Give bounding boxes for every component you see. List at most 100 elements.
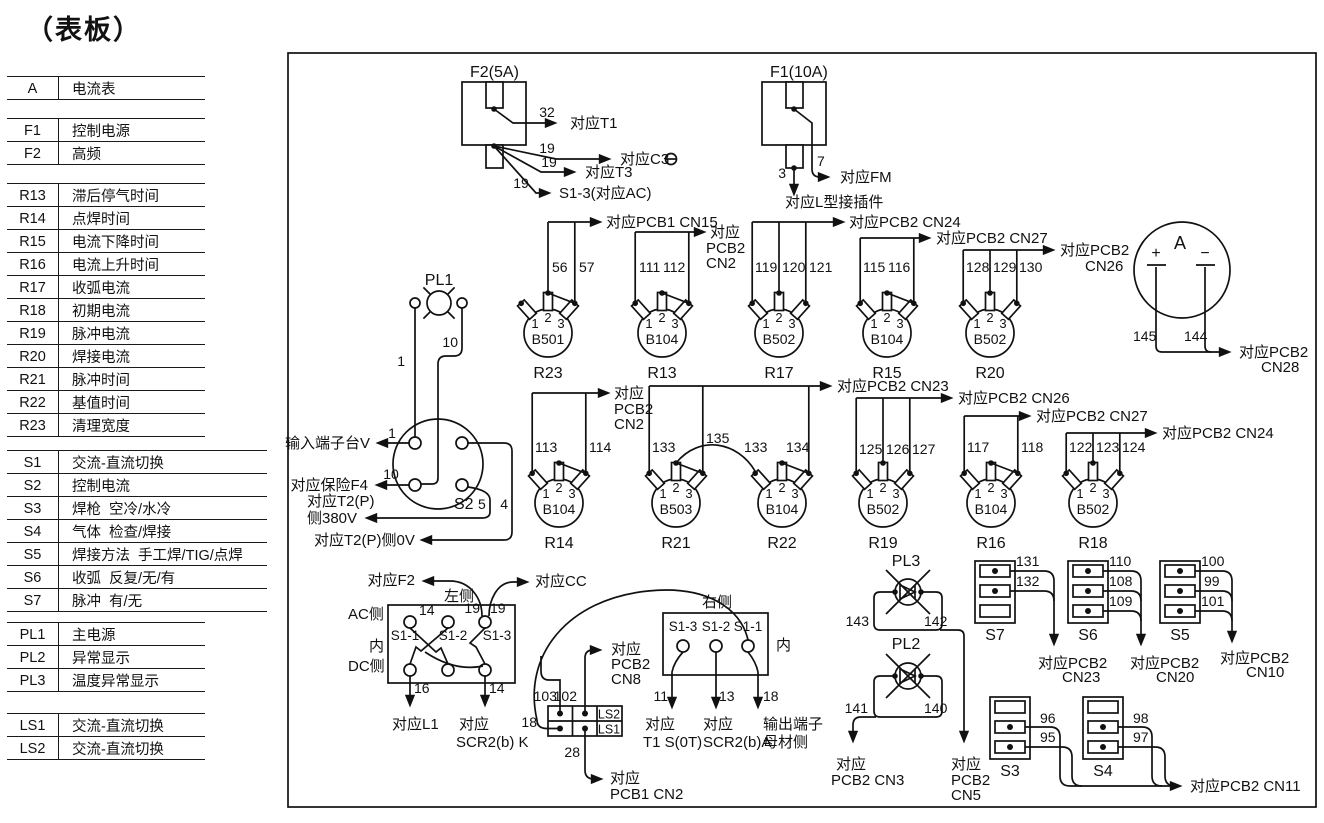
- terminal-number: 3: [685, 486, 692, 501]
- target-t2p-0v: 对应T2(P)侧0V: [314, 531, 415, 549]
- terminal-number: 3: [896, 316, 903, 331]
- target-label: 对应PCB2 CN23: [837, 377, 949, 395]
- wire: [886, 292, 915, 305]
- circle: [455, 478, 469, 492]
- junction-dot: [1100, 724, 1106, 730]
- terminal-number: 2: [987, 480, 994, 495]
- component-description: 交流-直流切换: [72, 455, 164, 472]
- switch-label: S1-3: [483, 628, 512, 643]
- target-cn23: CN23: [1062, 669, 1100, 686]
- component-code: R19: [7, 322, 59, 344]
- component-description: 控制电流: [72, 478, 130, 495]
- wire: [899, 583, 918, 601]
- pot-id: R15: [872, 365, 901, 382]
- terminal-number: 3: [568, 486, 575, 501]
- component-description: 异常显示: [72, 650, 130, 667]
- ammeter-body: [1133, 221, 1231, 319]
- terminal-number: 1: [974, 486, 981, 501]
- pl3-title: PL3: [892, 553, 921, 570]
- shape: [387, 604, 516, 684]
- wire: [419, 442, 513, 546]
- component-code: LS2: [7, 737, 59, 759]
- target-t2p-380: 对应T2(P): [307, 492, 375, 510]
- wire-number: 56: [552, 259, 568, 275]
- target-label: 对应PCB2 CN24: [1162, 424, 1274, 442]
- target-cn5: 对应: [951, 755, 981, 773]
- component-description: 气体 检查/焊接: [72, 524, 172, 541]
- switch-id: S3: [1000, 763, 1020, 780]
- wire: [885, 569, 931, 615]
- terminal-number: 2: [544, 310, 551, 325]
- component-description: 基值时间: [72, 395, 130, 412]
- wire-number: 143: [846, 613, 870, 629]
- target-pcb1-cn2: 对应: [610, 769, 640, 787]
- wire-number: 1: [388, 425, 396, 441]
- terminal-number: 2: [879, 480, 886, 495]
- shape: [974, 560, 1016, 624]
- wire: [446, 310, 456, 320]
- shape: [785, 81, 804, 109]
- wire: [446, 286, 456, 296]
- wire: [781, 462, 810, 475]
- component-description: 交流-直流切换: [72, 741, 164, 758]
- wire: [885, 653, 931, 699]
- wire-number: 19: [541, 154, 557, 170]
- junction-dot: [992, 588, 998, 594]
- switch-label: S1-1: [391, 628, 420, 643]
- component-description: 脉冲电流: [72, 326, 130, 343]
- wire-number: 121: [809, 259, 833, 275]
- target-scr2: 对应: [459, 715, 489, 733]
- wire: [1204, 267, 1212, 353]
- component-code: R13: [7, 184, 59, 206]
- pot-chip-code: B104: [646, 331, 679, 347]
- target-t1: 对应T1: [570, 114, 618, 132]
- target-cn20: 对应PCB2: [1130, 654, 1199, 672]
- pot-id: R16: [976, 535, 1005, 552]
- wire: [493, 145, 577, 178]
- target-cn10: 对应PCB2: [1220, 649, 1289, 667]
- target-cn5: CN5: [951, 787, 981, 804]
- target-label: 对应PCB2: [1060, 241, 1129, 259]
- component-code: R17: [7, 276, 59, 298]
- pot-chip-code: B501: [532, 331, 565, 347]
- component-description: 脉冲时间: [72, 372, 130, 389]
- inner-label: 内: [776, 637, 791, 654]
- wire-number: 112: [663, 259, 686, 275]
- terminal-number: 1: [645, 316, 652, 331]
- component-code: S2: [7, 474, 59, 496]
- pot-chip-code: B502: [867, 501, 900, 517]
- target-label: 对应PCB2 CN24: [849, 213, 961, 231]
- target-label: 对应PCB2 CN26: [958, 389, 1070, 407]
- wire-number: 140: [924, 700, 948, 716]
- shape: [1087, 700, 1119, 714]
- pot-id: R17: [764, 365, 793, 382]
- wire-number: 32: [539, 104, 555, 120]
- ls1-label: LS1: [598, 723, 620, 737]
- wire-number: 97: [1133, 729, 1149, 745]
- wire-number: 141: [845, 700, 869, 716]
- target-output-terminal: 输出端子: [763, 716, 823, 733]
- wire: [488, 576, 530, 617]
- pot-chip-code: B502: [763, 331, 796, 347]
- side-label: 左侧: [444, 588, 474, 605]
- target-scr2a: 对应: [703, 715, 733, 733]
- page-title: （表板）: [26, 15, 142, 45]
- wire-number: 117: [967, 439, 990, 455]
